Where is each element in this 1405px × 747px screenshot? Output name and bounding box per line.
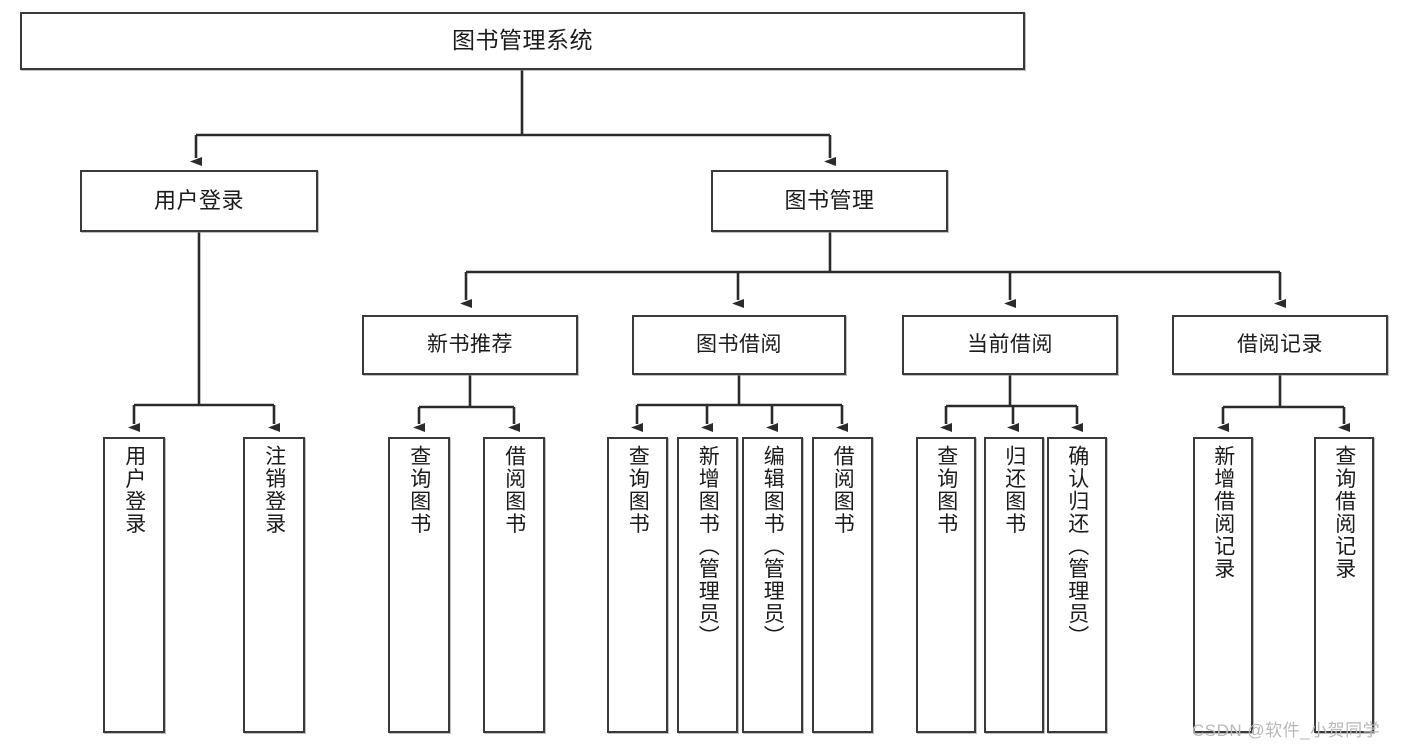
- node-user-login[interactable]: 用户登录: [80, 170, 318, 232]
- node-label: 注销登录: [262, 445, 286, 535]
- node-leaf-add-book[interactable]: 新增图书（管理员）: [677, 437, 738, 733]
- node-leaf-user-login[interactable]: 用户登录: [103, 437, 165, 733]
- node-leaf-borrow-book-recommend[interactable]: 借阅图书: [483, 437, 545, 733]
- node-root-system[interactable]: 图书管理系统: [20, 12, 1025, 70]
- node-label: 查询图书: [407, 445, 431, 535]
- node-label: 图书管理: [784, 187, 875, 213]
- node-leaf-confirm-return[interactable]: 确认归还（管理员）: [1047, 437, 1107, 733]
- node-label: 图书管理系统: [452, 27, 593, 54]
- node-leaf-edit-book[interactable]: 编辑图书（管理员）: [742, 437, 803, 733]
- node-label: 用户登录: [122, 445, 146, 535]
- node-label: 新增图书（管理员）: [696, 445, 720, 648]
- node-book-manage[interactable]: 图书管理: [711, 170, 948, 232]
- node-borrow-record[interactable]: 借阅记录: [1172, 315, 1388, 375]
- node-current-borrow[interactable]: 当前借阅: [902, 315, 1118, 375]
- node-label: 确认归还（管理员）: [1065, 445, 1089, 648]
- node-label: 查询借阅记录: [1332, 445, 1356, 580]
- node-label: 归还图书: [1002, 445, 1026, 535]
- node-leaf-user-logout[interactable]: 注销登录: [243, 437, 305, 733]
- node-leaf-add-borrow-record[interactable]: 新增借阅记录: [1193, 437, 1253, 733]
- node-leaf-return-book[interactable]: 归还图书: [984, 437, 1044, 733]
- node-book-borrow[interactable]: 图书借阅: [632, 315, 846, 375]
- node-label: 查询图书: [934, 445, 958, 535]
- node-label: 当前借阅: [967, 333, 1053, 357]
- node-label: 图书借阅: [696, 333, 782, 357]
- watermark-text: CSDN @软件_小贺同学: [1192, 721, 1381, 740]
- node-label: 编辑图书（管理员）: [761, 445, 785, 648]
- node-label: 借阅图书: [831, 445, 855, 535]
- node-label: 新增借阅记录: [1211, 445, 1235, 580]
- node-leaf-query-book-recommend[interactable]: 查询图书: [388, 437, 450, 733]
- node-leaf-borrow-book[interactable]: 借阅图书: [812, 437, 873, 733]
- node-label: 查询图书: [626, 445, 650, 535]
- node-label: 新书推荐: [427, 333, 513, 357]
- node-new-book-recommend[interactable]: 新书推荐: [362, 315, 578, 375]
- node-label: 借阅记录: [1237, 333, 1323, 357]
- node-label: 用户登录: [153, 187, 244, 213]
- node-leaf-query-borrow-record[interactable]: 查询借阅记录: [1314, 437, 1374, 733]
- node-leaf-query-book-current[interactable]: 查询图书: [916, 437, 976, 733]
- node-label: 借阅图书: [502, 445, 526, 535]
- node-leaf-query-book-borrow[interactable]: 查询图书: [607, 437, 668, 733]
